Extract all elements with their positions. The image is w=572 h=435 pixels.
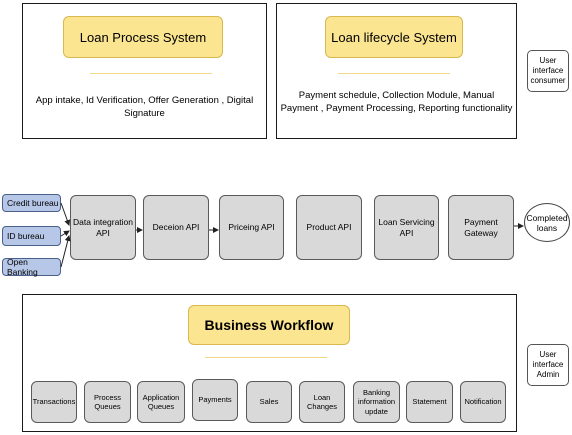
workflow-item-application-queues: Application Queues [137, 381, 185, 423]
ui-consumer-label: User interface consumer [527, 50, 569, 92]
loan-lifecycle-divider [338, 73, 450, 74]
ui-admin-label: User interface Admin [527, 344, 569, 386]
workflow-item-statement: Statement [406, 381, 453, 423]
completed-loans-node: Completed loans [524, 203, 570, 242]
workflow-item-banking-info-update: Banking information update [353, 381, 400, 423]
business-workflow-divider [205, 357, 327, 358]
loan-process-divider [90, 73, 212, 74]
workflow-item-sales: Sales [246, 381, 292, 423]
loan-process-description: App intake, Id Verification, Offer Gener… [35, 95, 254, 119]
api-pricing: Priceing API [219, 195, 284, 260]
api-decision: Deceion API [143, 195, 209, 260]
workflow-item-notification: Notification [460, 381, 506, 423]
arrow-open-to-data [60, 235, 71, 268]
source-open-banking: Open Banking [2, 257, 61, 277]
workflow-item-transactions: Transactions [31, 381, 77, 423]
api-product: Product API [296, 195, 362, 260]
api-data-integration: Data integration API [70, 195, 136, 260]
loan-process-title: Loan Process System [63, 16, 223, 58]
workflow-item-process-queues: Process Queues [84, 381, 131, 423]
arrow-id-to-data [60, 230, 70, 237]
arrow-credit-to-data [60, 202, 71, 226]
source-credit-bureau: Credit bureau [2, 194, 61, 212]
workflow-item-payments: Payments [192, 379, 238, 421]
api-loan-servicing: Loan Servicing API [374, 195, 439, 260]
api-payment-gateway: Payment Gateway [448, 195, 514, 260]
workflow-item-loan-changes: Loan Changes [299, 381, 345, 423]
loan-lifecycle-title: Loan lifecycle System [325, 16, 463, 58]
source-id-bureau: ID bureau [2, 226, 61, 246]
loan-lifecycle-description: Payment schedule, Collection Module, Man… [280, 90, 513, 114]
business-workflow-title: Business Workflow [188, 305, 350, 345]
